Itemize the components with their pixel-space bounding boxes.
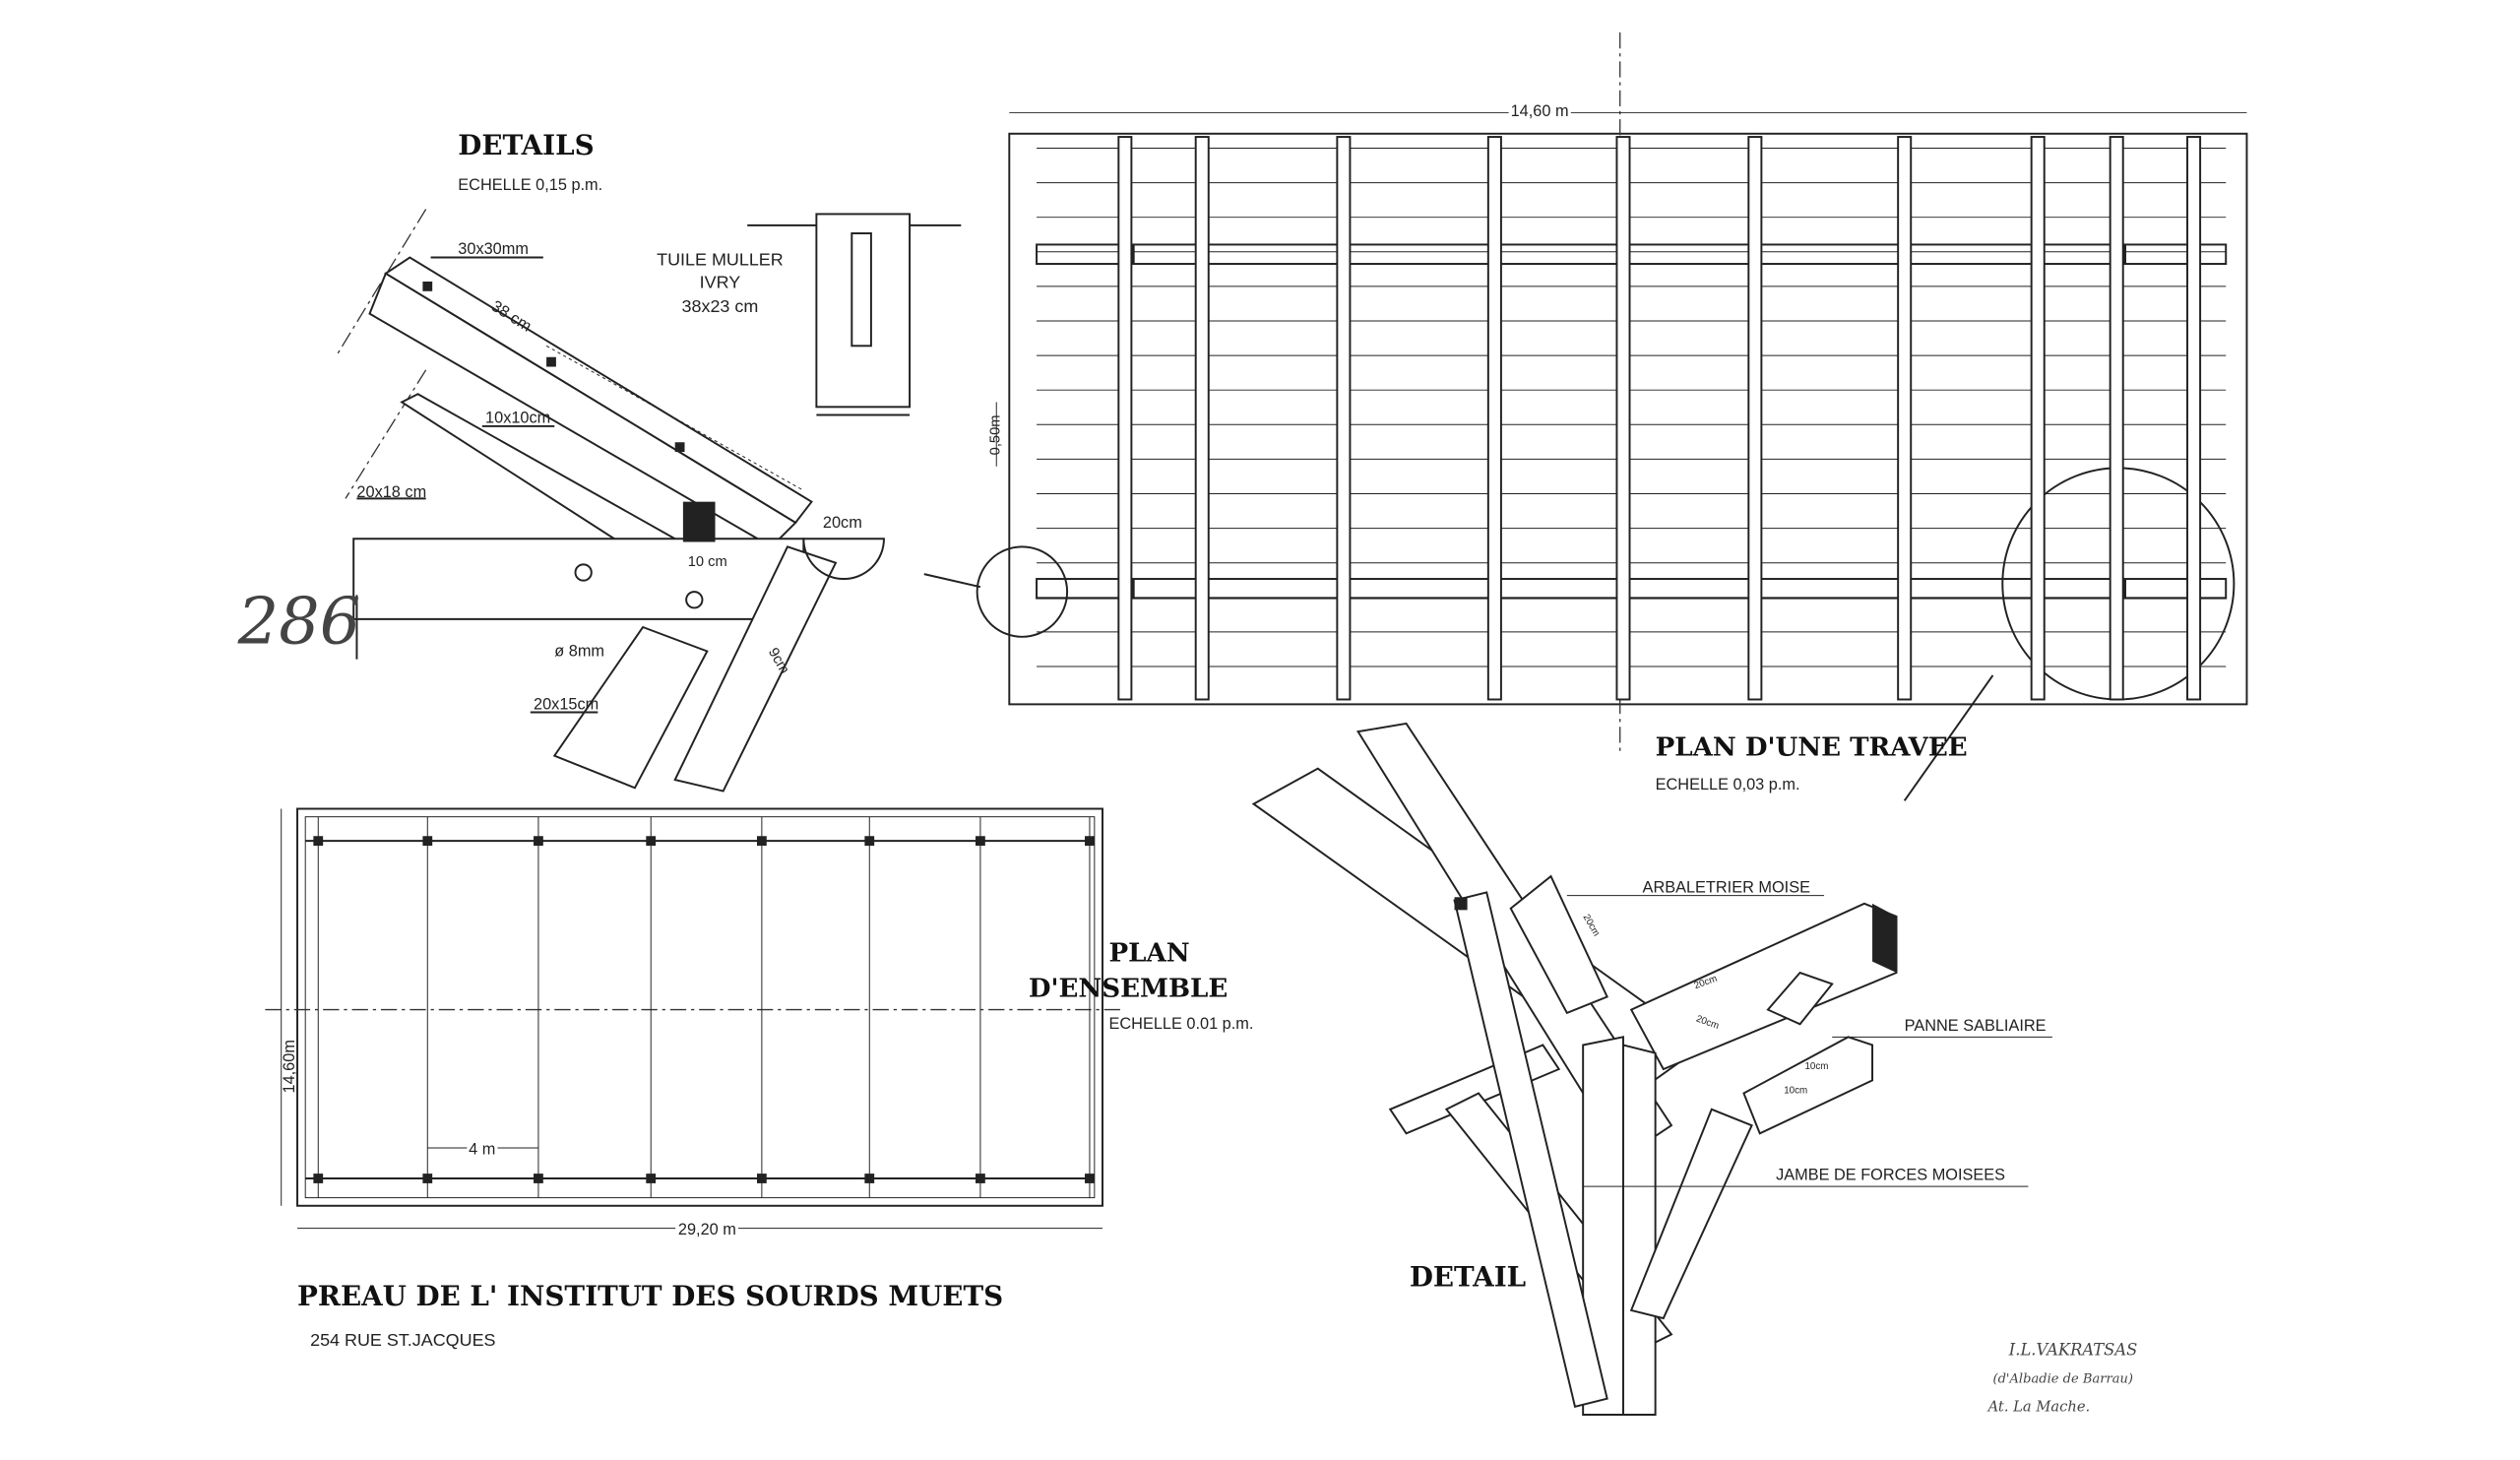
post-marker bbox=[1085, 836, 1095, 847]
batten-spacing: 0,50m bbox=[988, 414, 1004, 455]
post-marker bbox=[534, 836, 543, 847]
rafter bbox=[1194, 136, 1210, 701]
overall-plan bbox=[265, 807, 1125, 1230]
rafter bbox=[1897, 136, 1913, 701]
post-marker bbox=[422, 836, 433, 847]
label-jambe-de-forces: JAMBE DE FORCES MOISEES bbox=[1776, 1167, 2005, 1184]
bay-plan-title: PLAN D'UNE TRAVEE bbox=[1656, 732, 1968, 763]
post-marker bbox=[534, 1174, 543, 1183]
tile-name: TUILE MULLER bbox=[657, 250, 784, 270]
dim-label: 20cm bbox=[823, 514, 862, 532]
post-marker bbox=[976, 836, 985, 847]
overall-height: 14,60m bbox=[281, 1040, 298, 1093]
post-marker bbox=[646, 1174, 657, 1183]
post-marker bbox=[756, 836, 767, 847]
project-title: PREAU DE L' INSTITUT DES SOURDS MUETS bbox=[297, 1280, 1003, 1312]
dim-label: 20cm bbox=[1581, 913, 1602, 938]
rafter bbox=[1336, 136, 1352, 701]
post-marker bbox=[313, 836, 324, 847]
rafter bbox=[2186, 136, 2202, 701]
post-marker bbox=[646, 836, 657, 847]
dim-label: 20x15cm bbox=[534, 695, 598, 713]
label-arbaletrier: ARBALETRIER MOISE bbox=[1643, 878, 1811, 896]
rafter bbox=[1117, 136, 1133, 701]
rafter bbox=[1747, 136, 1763, 701]
signature-atelier: At. La Mache. bbox=[1986, 1399, 2091, 1416]
rafter bbox=[1486, 136, 1502, 701]
dim-label: 10cm bbox=[1804, 1061, 1828, 1072]
rafter bbox=[2109, 136, 2124, 701]
dim-label: 30x30mm bbox=[458, 240, 529, 258]
overall-plan-title-1: PLAN bbox=[1109, 938, 1190, 969]
overall-plan-scale: ECHELLE 0.01 p.m. bbox=[1109, 1015, 1254, 1033]
post-marker bbox=[756, 1174, 767, 1183]
dim-label: 20x18 cm bbox=[356, 483, 426, 501]
tile-size: 38x23 cm bbox=[682, 296, 759, 316]
truss-isometric-detail bbox=[1251, 722, 2052, 1416]
post-marker bbox=[864, 1174, 875, 1183]
post-marker bbox=[864, 836, 875, 847]
post-marker bbox=[1085, 1174, 1095, 1183]
rafter bbox=[2030, 136, 2046, 701]
roof-section-detail bbox=[337, 209, 962, 793]
detail-title: DETAIL bbox=[1410, 1260, 1526, 1293]
signature-subtitle: (d'Albadie de Barrau) bbox=[1992, 1371, 2132, 1386]
bay-width: 14,60 m bbox=[1511, 102, 1569, 120]
dim-label: 10cm bbox=[1784, 1085, 1807, 1096]
project-address: 254 RUE ST.JACQUES bbox=[310, 1330, 495, 1350]
dim-label: ø 8mm bbox=[554, 642, 604, 660]
post-marker bbox=[313, 1174, 324, 1183]
details-scale: ECHELLE 0,15 p.m. bbox=[458, 176, 602, 194]
details-title: DETAILS bbox=[458, 129, 594, 161]
bay-plan bbox=[923, 32, 2248, 801]
bay-dimension: 4 m bbox=[469, 1141, 495, 1159]
post-marker bbox=[976, 1174, 985, 1183]
signature-name: I.L.VAKRATSAS bbox=[2008, 1341, 2137, 1360]
dim-label: 10x10cm bbox=[485, 410, 550, 427]
tile-origin: IVRY bbox=[700, 273, 741, 292]
overall-length: 29,20 m bbox=[678, 1221, 736, 1238]
rafter bbox=[1615, 136, 1631, 701]
dim-label: 10 cm bbox=[688, 554, 727, 570]
archive-number: 286 bbox=[237, 584, 361, 659]
label-panne-sabliaire: PANNE SABLIAIRE bbox=[1905, 1017, 2047, 1035]
post-marker bbox=[422, 1174, 433, 1183]
overall-plan-title-2: D'ENSEMBLE bbox=[1029, 974, 1228, 1004]
bay-plan-scale: ECHELLE 0,03 p.m. bbox=[1656, 776, 1800, 793]
